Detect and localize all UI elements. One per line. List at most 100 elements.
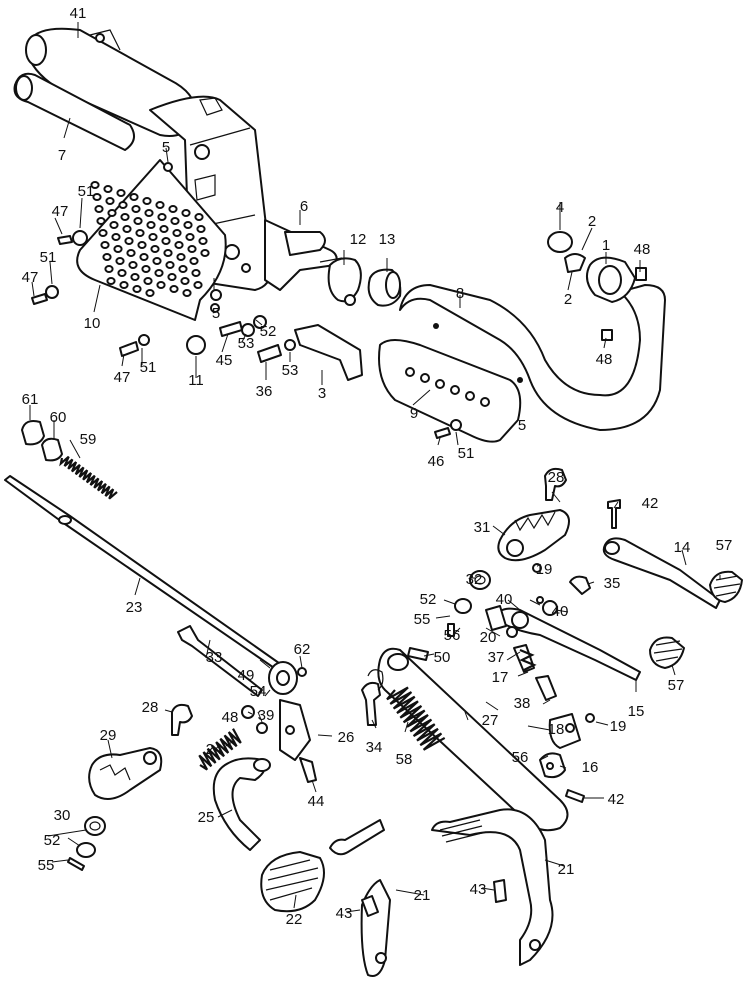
shield-hole	[163, 249, 173, 257]
shield-hole	[170, 217, 180, 225]
callout-51: 51	[78, 183, 95, 200]
callout-56: 56	[512, 749, 529, 766]
shield-hole	[105, 197, 115, 205]
callout-60: 60	[50, 409, 67, 426]
shield-hole	[104, 265, 114, 273]
shield-hole	[106, 277, 116, 285]
shield-hole	[107, 209, 117, 217]
callout-21: 21	[558, 861, 575, 878]
heat-shield-triangle	[76, 159, 227, 321]
leader-line	[299, 655, 303, 669]
callout-4: 4	[556, 199, 564, 216]
leader-line	[51, 859, 69, 863]
washer-52-left	[76, 842, 96, 858]
callout-53: 53	[282, 362, 299, 379]
callout-19: 19	[536, 561, 553, 578]
shield-hole	[139, 253, 149, 261]
bolt-35	[569, 575, 591, 595]
shift-lever-14	[602, 537, 721, 609]
callout-44: 44	[308, 793, 325, 810]
leader-line	[67, 837, 81, 847]
bracket-3	[294, 324, 363, 381]
shield-hole	[200, 249, 210, 257]
shield-hole	[96, 217, 106, 225]
pin-28-right	[544, 467, 567, 501]
callout-45: 45	[216, 352, 233, 369]
shield-hole	[174, 241, 184, 249]
callout-28: 28	[142, 699, 159, 716]
bolt-42-top	[607, 499, 621, 529]
leader-line	[464, 711, 469, 721]
leader-line	[455, 431, 459, 446]
leader-line	[345, 909, 361, 913]
callout-52: 52	[260, 323, 277, 340]
spring-hook	[367, 669, 384, 691]
callout-30: 30	[54, 807, 71, 824]
callout-61: 61	[22, 391, 39, 408]
callout-43: 43	[470, 881, 487, 898]
shield-hole	[165, 261, 175, 269]
callout-1: 1	[602, 237, 610, 254]
shield-hole	[172, 229, 182, 237]
shield-hole	[103, 185, 113, 193]
shield-hole	[178, 265, 188, 273]
shield-hole	[183, 221, 193, 229]
spring-58	[386, 686, 446, 751]
arm-26	[279, 699, 311, 761]
callout-46: 46	[428, 453, 445, 470]
callout-27: 27	[482, 712, 499, 729]
callout-28: 28	[548, 469, 565, 486]
callout-54: 54	[250, 683, 267, 700]
callout-5: 5	[212, 305, 220, 322]
shield-hole	[142, 197, 152, 205]
shield-hole	[198, 237, 208, 245]
leader-line	[54, 217, 63, 235]
bolt-43	[361, 879, 507, 917]
rubber-57-top	[709, 570, 743, 603]
callout-33: 33	[206, 649, 223, 666]
shield-hole	[118, 201, 128, 209]
leader-line	[671, 664, 676, 676]
callout-26: 26	[338, 729, 355, 746]
pipe-protector-9	[378, 339, 522, 443]
shield-hole	[133, 217, 143, 225]
leader-line	[527, 725, 551, 731]
cotter-55-left	[67, 857, 85, 871]
shield-hole	[144, 209, 154, 217]
lever-25	[212, 757, 271, 851]
leader-line	[317, 734, 333, 737]
shield-hole	[126, 249, 136, 257]
collar-13	[367, 268, 402, 307]
leader-line	[63, 117, 71, 139]
callout-55: 55	[414, 611, 431, 628]
callout-52: 52	[44, 832, 61, 849]
footpeg-29	[88, 747, 163, 800]
leader-line	[481, 887, 495, 891]
callout-14: 14	[674, 539, 691, 556]
callout-15: 15	[628, 703, 645, 720]
callout-59: 59	[80, 431, 97, 448]
shield-hole	[113, 245, 123, 253]
callout-47: 47	[22, 269, 39, 286]
leader-line	[435, 615, 451, 619]
shield-hole	[193, 281, 203, 289]
callout-50: 50	[434, 649, 451, 666]
shield-hole	[129, 193, 139, 201]
leader-line	[205, 639, 211, 659]
callout-18: 18	[548, 721, 565, 738]
shield-hole	[117, 269, 127, 277]
shield-hole	[148, 233, 158, 241]
leader-line	[681, 549, 687, 566]
callout-31: 31	[474, 519, 491, 536]
kick-arm-21	[329, 808, 554, 977]
shield-hole	[159, 225, 169, 233]
callout-48: 48	[596, 351, 613, 368]
leader-line	[217, 809, 233, 818]
shield-hole	[92, 193, 102, 201]
leader-line	[311, 779, 317, 793]
callout-32: 32	[466, 571, 483, 588]
shield-hole	[168, 205, 178, 213]
leader-line	[539, 755, 549, 761]
